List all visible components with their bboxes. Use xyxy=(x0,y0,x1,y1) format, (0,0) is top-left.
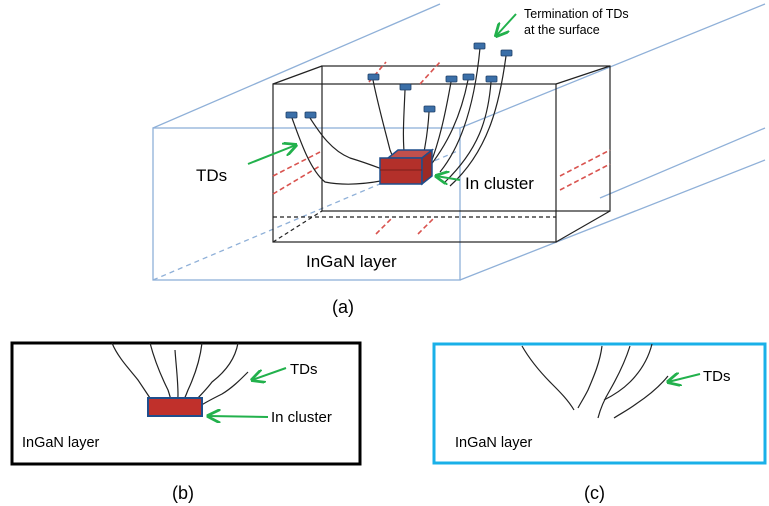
panel-c-frame xyxy=(432,342,767,465)
hidden-edge xyxy=(152,149,461,281)
panel-b-frame xyxy=(10,341,362,466)
panel-c: TDs InGaN layer (c) xyxy=(432,342,767,503)
layer-label-b: InGaN layer xyxy=(22,435,100,451)
ingan-layer-box xyxy=(152,3,766,281)
cluster-label-b: In cluster xyxy=(271,409,332,426)
surface-label-line1: Termination of TDs xyxy=(524,7,629,21)
caption-c: (c) xyxy=(584,483,605,503)
panel-a: Termination of TDs at the surface TDs In… xyxy=(152,3,766,317)
panel-b: TDs In cluster InGaN layer (b) xyxy=(10,341,362,503)
in-cluster-3d xyxy=(379,148,435,186)
threading-dislocations-c xyxy=(521,343,669,419)
tds-label-c: TDs xyxy=(703,368,731,385)
caption-b: (b) xyxy=(172,483,194,503)
tds-arrow-a xyxy=(247,145,296,165)
cluster-arrow-a xyxy=(436,176,461,180)
tds-arrow-c xyxy=(668,374,701,382)
cluster-arrow-b xyxy=(208,416,269,417)
surface-markers xyxy=(285,42,513,119)
tds-label-b: TDs xyxy=(290,361,318,378)
layer-label-c: InGaN layer xyxy=(455,435,533,451)
caption-a: (a) xyxy=(332,297,354,317)
inner-slab xyxy=(272,65,611,243)
cluster-label-a: In cluster xyxy=(465,174,534,193)
surface-label-line2: at the surface xyxy=(524,23,600,37)
tds-label-a: TDs xyxy=(196,166,227,185)
in-cluster-b xyxy=(147,397,203,417)
layer-label-a: InGaN layer xyxy=(306,252,397,271)
tds-arrow-b xyxy=(252,367,287,380)
surface-arrow xyxy=(496,13,517,36)
